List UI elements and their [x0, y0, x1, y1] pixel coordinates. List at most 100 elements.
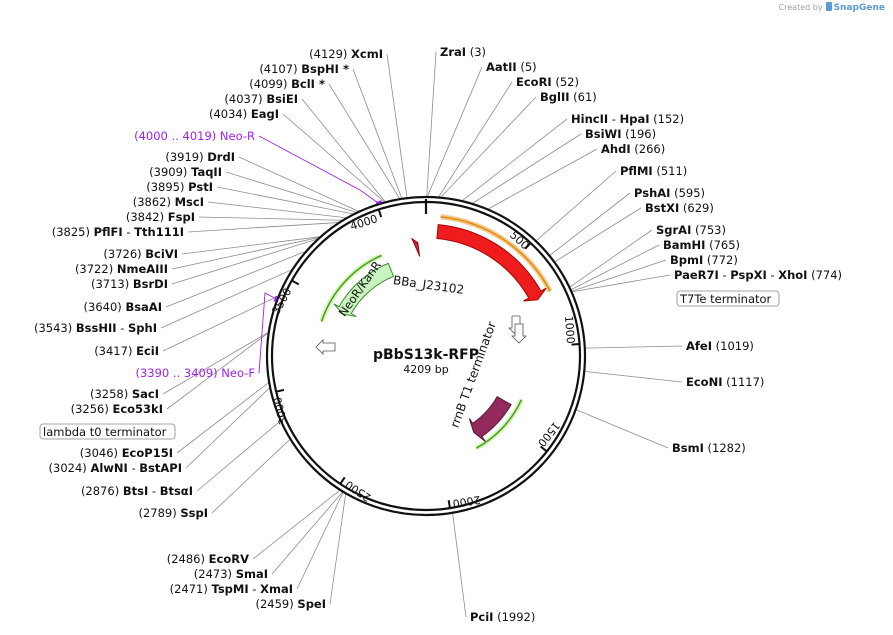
site-ecop15i[interactable]: (3046) EcoP15I: [80, 446, 173, 460]
site-smai[interactable]: (2473) SmaI: [194, 567, 268, 581]
site-leader: [165, 250, 307, 308]
site-bcivi[interactable]: (3726) BciVI: [103, 247, 178, 261]
lambda-terminator-box[interactable]: lambda t0 terminator: [39, 423, 176, 440]
site-afei[interactable]: AfeI (1019): [686, 339, 754, 353]
site-bsshii[interactable]: (3543) BssHII - SphI: [34, 321, 157, 335]
snapgene-logo-icon: [825, 2, 832, 11]
tick-label: 1000: [562, 315, 577, 344]
site-xcmi[interactable]: (4129) XcmI: [309, 47, 383, 61]
site-eco53ki[interactable]: (3256) Eco53kI: [71, 402, 163, 416]
site-label: SgrAI (753): [656, 223, 726, 237]
site-leader: [571, 259, 667, 292]
site-leader: [426, 51, 437, 198]
site-msci[interactable]: (3862) MscI: [133, 195, 204, 209]
primer-mark: [273, 295, 278, 302]
site-aatii[interactable]: AatII (5): [486, 60, 537, 74]
site-bsrdi[interactable]: (3713) BsrDI: [91, 277, 168, 291]
t7te-terminator-box[interactable]: T7Te terminator: [676, 290, 780, 307]
site-leader: [584, 345, 683, 349]
site-label: (3895) PstI: [146, 180, 213, 194]
site-leader: [570, 244, 660, 291]
site-pshai[interactable]: PshAI (595): [634, 186, 705, 200]
site-tspmi[interactable]: (2471) TspMI - XmaI: [170, 582, 293, 596]
site-ecii[interactable]: (3417) EciI: [94, 344, 159, 358]
site-leader: [216, 186, 355, 215]
site-leader: [440, 96, 537, 198]
site-econi[interactable]: EcoNI (1117): [686, 375, 764, 389]
site-paer7i[interactable]: PaeR7I - PspXI - XhoI (774): [674, 268, 842, 282]
site-leader: [569, 229, 653, 288]
site-leader: [329, 493, 347, 605]
site-bamhi[interactable]: BamHI (765): [663, 238, 740, 252]
site-label: BstXI (629): [645, 201, 714, 215]
site-label: (4099) BclI *: [249, 77, 325, 91]
site-pflfi[interactable]: (3825) PflFI - Tth111I: [52, 225, 184, 239]
tick-label: 2000: [452, 493, 482, 510]
site-eagi[interactable]: (4034) EagI: [209, 107, 279, 121]
site-label: EcoNI (1117): [686, 375, 764, 389]
site-label: (3726) BciVI: [103, 247, 178, 261]
site-bpmi[interactable]: BpmI (772): [670, 253, 738, 267]
site-btsi[interactable]: (2876) BtsI - BtsαI: [81, 484, 193, 498]
site-label: (2789) SspI: [138, 506, 208, 520]
rep101-arrow[interactable]: [468, 395, 512, 442]
site-label: (2471) TspMI - XmaI: [170, 582, 293, 596]
site-pcii[interactable]: PciI (1992): [470, 610, 535, 624]
site-bcli[interactable]: (4099) BclI *: [249, 77, 325, 91]
site-label: PshAI (595): [634, 186, 705, 200]
neor-arrow[interactable]: [333, 262, 395, 318]
site-label: AfeI (1019): [686, 339, 754, 353]
site-pflmi[interactable]: PflMI (511): [620, 164, 687, 178]
site-label: (3640) BsaAI: [84, 300, 162, 314]
site-leader: [554, 207, 642, 263]
site-bsiei[interactable]: (4037) BsiEI: [224, 92, 298, 106]
site-psti[interactable]: (3895) PstI: [146, 180, 213, 194]
site-label: PaeR7I - PspXI - XhoI (774): [674, 268, 842, 282]
site-taqii[interactable]: (3909) TaqII: [149, 165, 222, 179]
tick-3000: 3000: [271, 388, 290, 426]
site-sspi[interactable]: (2789) SspI: [138, 506, 208, 520]
mrfp-track: [440, 216, 551, 292]
site-alwni[interactable]: (3024) AlwNI - BstAPI: [49, 461, 182, 475]
site-leader: [549, 192, 631, 257]
site-hincii[interactable]: HincII - HpaI (152): [571, 112, 684, 126]
site-spei[interactable]: (2459) SpeI: [256, 597, 327, 611]
site-bstxi[interactable]: BstXI (629): [645, 201, 714, 215]
site-nmeaiii[interactable]: (3722) NmeAIII: [75, 262, 168, 276]
site-label: EcoRI (52): [516, 75, 579, 89]
tick-label: 3500: [269, 286, 294, 317]
site-ecorv[interactable]: (2486) EcoRV: [167, 552, 249, 566]
site-leader: [196, 420, 282, 492]
site-leader: [185, 387, 271, 469]
site-leader: [471, 133, 582, 205]
mrfp1-arrow[interactable]: [436, 224, 547, 302]
primer-neo-f[interactable]: (3390 .. 3409) Neo-F: [136, 292, 278, 380]
site-saci[interactable]: (3258) SacI: [90, 387, 159, 401]
site-bglii[interactable]: BglII (61): [540, 90, 597, 104]
primer-neo-r[interactable]: (4000 .. 4019) Neo-R: [134, 129, 382, 205]
site-leader-lines: [160, 51, 683, 618]
site-sgrai[interactable]: SgrAI (753): [656, 223, 726, 237]
site-drdi[interactable]: (3919) DrdI: [165, 150, 235, 164]
tick-label: 3000: [271, 396, 290, 426]
site-label: BglII (61): [540, 90, 597, 104]
site-bsaai[interactable]: (3640) BsaAI: [84, 300, 162, 314]
site-ahdi[interactable]: AhdI (266): [601, 142, 665, 156]
primer-label: (4000 .. 4019) Neo-R: [134, 129, 255, 143]
site-leader: [584, 370, 683, 383]
t7te-arrow-2[interactable]: [511, 323, 527, 344]
site-fspi[interactable]: (3842) FspI: [126, 210, 195, 224]
site-zrai[interactable]: ZraI (3): [440, 45, 486, 59]
promoter-arrow[interactable]: [410, 237, 421, 257]
site-label: (3909) TaqII: [149, 165, 222, 179]
promoter-label: BBa_J23102: [392, 273, 465, 297]
site-bsmi[interactable]: BsmI (1282): [672, 441, 746, 455]
site-bsphi[interactable]: (4107) BspHI *: [259, 62, 349, 76]
lambda-arrow[interactable]: [315, 339, 336, 355]
site-ecori[interactable]: EcoRI (52): [516, 75, 579, 89]
site-leader: [211, 438, 291, 514]
site-bsiwi[interactable]: BsiWI (196): [585, 127, 656, 141]
plasmid-size: 4209 bp: [403, 363, 448, 376]
